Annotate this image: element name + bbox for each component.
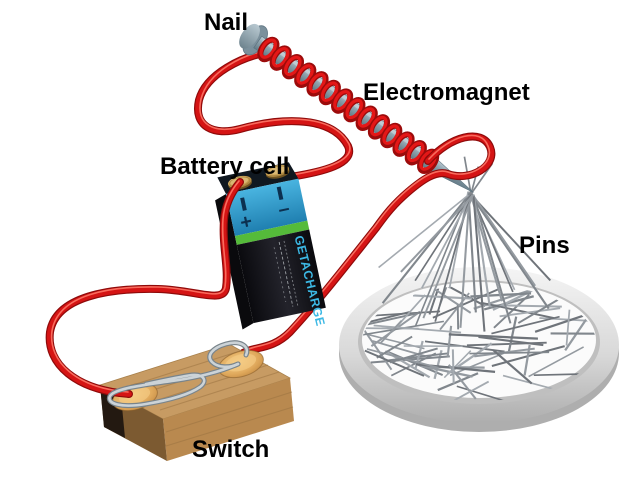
- pin-line: [451, 349, 455, 384]
- pin-line: [449, 352, 504, 377]
- pin-line: [379, 319, 403, 345]
- battery-green-stripe: [234, 220, 310, 245]
- wire-battery-to-switch: [45, 178, 244, 398]
- label-electromagnet: Electromagnet: [363, 79, 530, 106]
- pin-line: [472, 194, 491, 308]
- pin-line: [472, 195, 486, 332]
- nail-illustration: [239, 23, 474, 193]
- dish-floor: [362, 282, 596, 398]
- battery-positive-mark: +: [238, 210, 254, 234]
- battery-blue-band: [225, 178, 308, 237]
- nail-head-dome: [239, 23, 260, 49]
- hanging-pins: [378, 156, 552, 332]
- dish-pins: [362, 285, 596, 401]
- coil-ring: [271, 47, 290, 68]
- label-nail: Nail: [204, 9, 248, 36]
- wire-coil-to-switch: [239, 132, 496, 357]
- battery-negative-mark: –: [276, 197, 291, 221]
- pin-line: [468, 192, 552, 282]
- pin-line: [364, 349, 425, 377]
- pin-line: [448, 333, 538, 340]
- coil-ring: [333, 90, 351, 111]
- pin-line: [431, 286, 472, 314]
- pin-line: [439, 292, 470, 331]
- battery-fine-print-line: [273, 247, 287, 303]
- wood-grain: [165, 391, 294, 447]
- pin-line: [422, 194, 474, 319]
- pin-line: [480, 301, 555, 320]
- dish-illustration: [339, 267, 619, 432]
- battery-positive-bar: [240, 197, 247, 211]
- pin-line: [492, 349, 533, 385]
- coil-ring: [382, 124, 400, 145]
- pin-line: [507, 316, 518, 352]
- pin-line: [363, 330, 393, 371]
- coil-ring: [284, 55, 302, 77]
- wire-nail-to-battery: [193, 48, 354, 181]
- pin-line: [456, 385, 505, 401]
- pin-line: [421, 195, 472, 289]
- coil-ring: [394, 133, 413, 154]
- pin-line: [389, 347, 438, 364]
- pin-line: [472, 194, 512, 324]
- pin-line: [365, 311, 420, 326]
- pin-line: [390, 352, 437, 377]
- pin-line: [467, 191, 477, 313]
- switch-block-front-face: [163, 378, 294, 461]
- pin-line: [362, 310, 411, 329]
- pin-line: [428, 285, 444, 315]
- pin-line: [493, 294, 530, 329]
- pin-line: [469, 351, 550, 355]
- battery-terminal-right: [265, 164, 290, 179]
- battery-fine-print-line: [283, 240, 299, 306]
- coil-ring: [259, 38, 278, 59]
- label-battery-cell: Battery cell: [160, 153, 289, 180]
- pin-line: [491, 315, 560, 335]
- pin-line: [373, 324, 462, 334]
- pin-line: [534, 313, 588, 333]
- battery-black-body: [236, 229, 326, 324]
- pin-line: [400, 195, 473, 273]
- pin-line: [378, 194, 469, 269]
- coil-windings: [257, 36, 440, 175]
- coil-ring: [308, 72, 327, 94]
- pin-line: [376, 335, 413, 359]
- coil-ring: [370, 115, 388, 137]
- label-switch: Switch: [192, 436, 269, 463]
- pin-line: [528, 346, 584, 378]
- coil-ring: [296, 64, 314, 85]
- coil-ring: [406, 141, 425, 163]
- battery-negative-bar: [276, 186, 284, 201]
- pin-line: [499, 307, 561, 318]
- pin-line: [478, 335, 544, 347]
- pin-line: [565, 309, 571, 346]
- coil-ring: [345, 98, 364, 120]
- diagram-labels: Nail Electromagnet Battery cell Pins Swi…: [160, 9, 570, 463]
- paperclip-lever: [106, 340, 250, 409]
- coil-ring: [320, 81, 339, 102]
- battery-illustration: + – GETACHARGE: [215, 162, 328, 330]
- pin-line: [459, 192, 471, 328]
- pin-line: [453, 380, 490, 401]
- pin-line: [469, 193, 550, 310]
- label-pins: Pins: [519, 232, 570, 259]
- pin-line: [420, 364, 473, 378]
- pin-line: [424, 340, 505, 353]
- pin-line: [381, 192, 471, 304]
- coil-ring: [357, 107, 376, 128]
- pin-line: [470, 192, 536, 287]
